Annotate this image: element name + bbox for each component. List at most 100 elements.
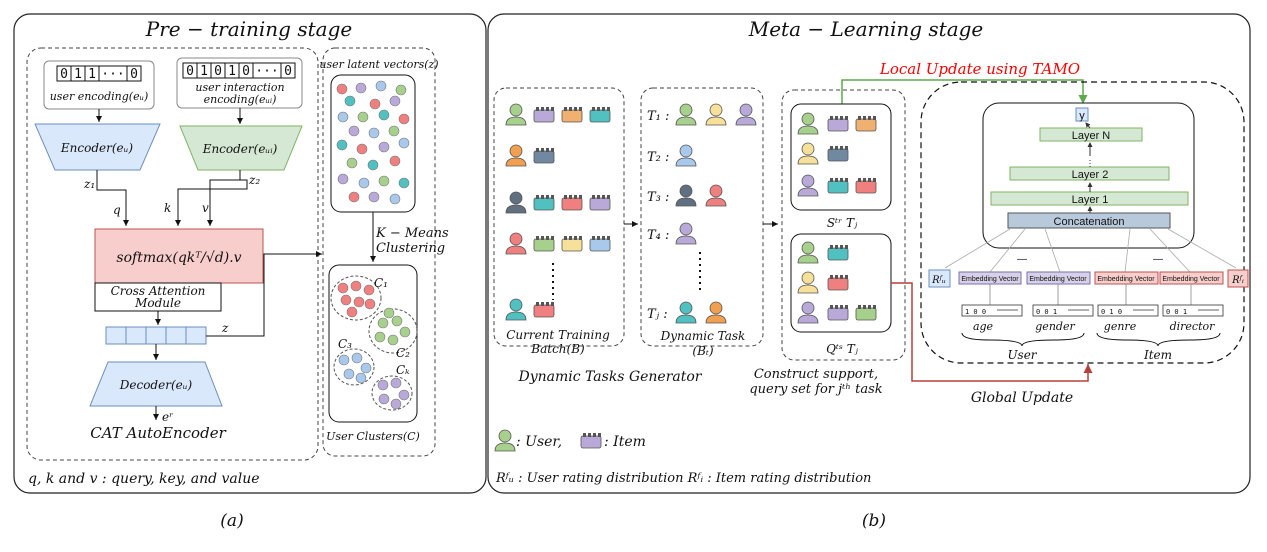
feature-gender: gender [1035, 320, 1075, 333]
latent-point [378, 109, 390, 121]
batch-label-2: Batch(B) [530, 342, 585, 356]
item-icon [827, 275, 849, 291]
z-label: z [221, 321, 229, 335]
legend-user: : User, [516, 434, 562, 450]
vector-digit: 0 [242, 64, 250, 79]
user-dash: — [1017, 254, 1027, 265]
batch-label-1: Current Training [506, 328, 610, 342]
feature-code: 0 0 1 [1166, 308, 1187, 316]
latent-point [344, 95, 356, 107]
feature-genre: genre [1104, 320, 1137, 333]
item-icon [855, 116, 877, 132]
latent-point [357, 111, 369, 123]
item-dash: — [1153, 254, 1163, 265]
group-item: Item [1143, 348, 1172, 362]
item-icon [589, 236, 611, 252]
feature-code-box [1097, 304, 1159, 317]
legend-ratings: Rᶠᵤ : User rating distribution Rᶠᵢ : Ite… [495, 471, 871, 486]
meta-title: Meta − Learning stage [748, 17, 984, 41]
latent-point [398, 177, 410, 189]
latent-title: user latent vectors(z) [319, 58, 438, 71]
item-icon [580, 433, 602, 449]
user-icon [494, 429, 516, 452]
vector-digit: 0 [186, 64, 194, 79]
pretraining-title: Pre − training stage [145, 17, 352, 41]
item-icon [589, 195, 611, 211]
embedding-gender-label: Embedding Vector [1029, 276, 1087, 283]
cluster-point [346, 306, 358, 318]
query-label: Qᵗˢ Tⱼ [826, 342, 859, 356]
latent-point [388, 125, 400, 137]
latent-point [389, 193, 401, 205]
cluster-point [383, 307, 395, 319]
autoencoder-label: CAT AutoEncoder [90, 424, 226, 442]
user-encoder-shape [34, 123, 161, 171]
caption-b: (b) [862, 511, 886, 531]
user-rating-label: Rᶠᵤ [931, 275, 946, 286]
support-label: Sᵗʳ Tⱼ [827, 216, 858, 230]
latent-point [355, 82, 367, 94]
layer-n-box [1039, 127, 1143, 142]
feature-age: age [973, 320, 994, 333]
kmeans-label-2: Clustering [376, 241, 445, 256]
task-label-2: (Bₜ) [692, 344, 713, 358]
local-update-label: Local Update using TAMO [879, 60, 1080, 78]
generator-label: Dynamic Tasks Generator [518, 369, 703, 385]
item-icon [533, 302, 555, 318]
vector-digit: ··· [101, 67, 124, 82]
cluster-point [363, 284, 375, 296]
cluster-c2: C₂ [396, 346, 410, 360]
user-icon [675, 184, 697, 207]
user-icon [505, 144, 527, 167]
cluster-point [364, 298, 376, 310]
task-label: T₃ : [647, 190, 669, 205]
user-icon [797, 112, 819, 135]
latent-point [346, 157, 358, 169]
cluster-point [351, 352, 363, 364]
vector-digit: 0 [130, 67, 138, 82]
user-icon [797, 271, 819, 294]
cluster-point [355, 372, 367, 384]
latent-point [367, 159, 379, 171]
kmeans-label-1: K − Means [375, 226, 449, 241]
attention-name-2: Module [134, 296, 181, 310]
user-icon [705, 301, 727, 324]
item-icon [589, 107, 611, 123]
decoder-label: Decoder(eᵤ) [119, 378, 193, 392]
user-rating-box [928, 269, 951, 288]
vector-digit: 1 [88, 67, 96, 82]
item-rating-box [1227, 269, 1249, 288]
latent-points [336, 80, 410, 205]
cluster-point [398, 389, 410, 401]
item-icon [533, 107, 555, 123]
interaction-label-2: encoding(eᵤᵢ) [204, 93, 277, 106]
q-label: q [113, 203, 121, 217]
z1-label: z₁ [83, 177, 95, 191]
cluster-point [350, 280, 362, 292]
item-icon [561, 107, 583, 123]
construct-label-1: Construct support, [754, 367, 878, 382]
latent-point [348, 191, 360, 203]
training-batch [505, 103, 611, 321]
decoder-shape [89, 361, 223, 407]
cluster-point [343, 368, 355, 380]
latent-point [398, 137, 410, 149]
z2-label: z₂ [248, 173, 260, 187]
user-encoder-label: Encoder(eᵤ) [60, 141, 134, 155]
user-icon [675, 103, 697, 126]
user-icon [797, 174, 819, 197]
cluster-point [390, 377, 402, 389]
support-set [797, 112, 877, 197]
feature-code: 0 0 1 [1036, 308, 1057, 316]
cluster-points [337, 280, 411, 410]
embedding-genre-box [1094, 271, 1159, 285]
latent-point [336, 139, 348, 151]
cluster-point [391, 315, 403, 327]
vector-digit: 0 [60, 67, 68, 82]
user-icon [705, 184, 727, 207]
vector-digit: 0 [284, 64, 292, 79]
concatenation-label: Concatenation [1054, 216, 1125, 228]
